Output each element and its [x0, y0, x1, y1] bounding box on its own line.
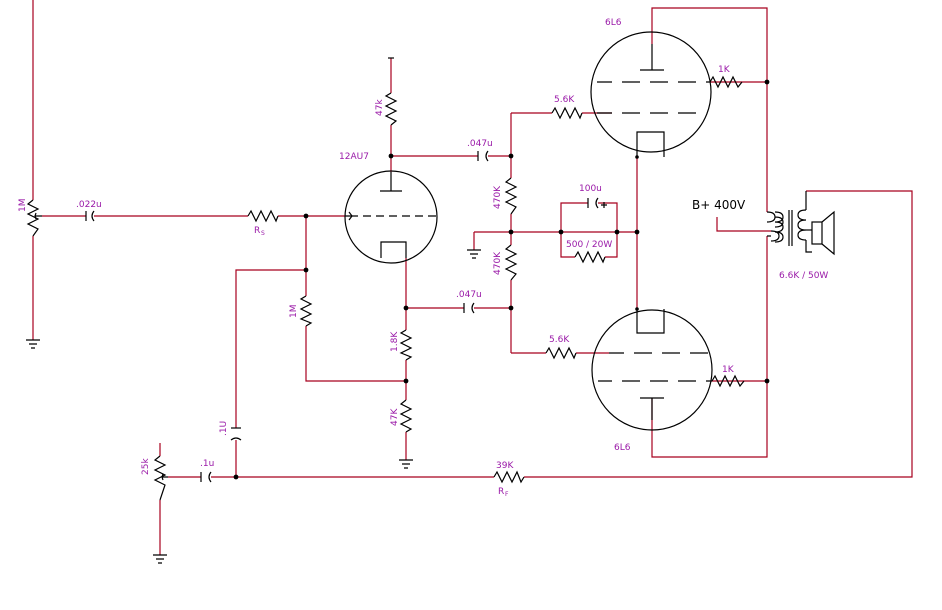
cap-presence-1u — [200, 471, 212, 483]
pot-presence-25k — [153, 455, 167, 501]
resistor-1k-top — [709, 75, 743, 89]
label-rf-sub: F — [505, 491, 509, 498]
resistor-470k-lower — [504, 244, 518, 281]
resistor-rs — [247, 209, 279, 223]
resistor-5-6k-top — [551, 106, 583, 120]
resistor-cathode-1-8k — [399, 329, 413, 361]
label-cap-bypass: 100u — [579, 184, 602, 194]
cap-lower-047 — [463, 302, 475, 314]
cap-feedback-1u — [230, 427, 242, 441]
label-rs: R — [254, 226, 260, 236]
label-res-grid-leak: 1M — [289, 305, 299, 319]
resistor-plate-47k — [384, 92, 398, 126]
label-res-grid-lower: 470K — [493, 251, 503, 275]
label-cap-input: .022u — [76, 200, 102, 210]
label-res-cathode-a: 1.8K — [390, 331, 400, 352]
junctions — [233, 79, 770, 480]
wires — [32, 0, 913, 555]
resistor-1k-bottom — [711, 374, 745, 388]
cap-input-022 — [85, 210, 95, 222]
labels: 1M .022u R S 47k 12AU7 .047u 470K 470K .… — [18, 18, 828, 498]
label-supply: B+ 400V — [692, 198, 746, 212]
label-res-g2-top: 1K — [718, 65, 731, 75]
ground-presence — [153, 554, 167, 564]
label-transformer: 6.6K / 50W — [779, 271, 828, 281]
ground-bias — [467, 249, 481, 259]
grounds — [26, 249, 481, 564]
label-cap-upper: .047u — [467, 139, 493, 149]
label-res-screen-top: 5.6K — [554, 95, 575, 105]
label-rf: R — [498, 487, 504, 497]
label-rs-sub: S — [261, 230, 265, 237]
label-res-plate: 47k — [375, 99, 385, 116]
resistor-feedback-39k — [493, 470, 525, 484]
capacitors — [85, 150, 607, 483]
tube-12au7 — [344, 170, 438, 264]
ground-cathode — [399, 459, 413, 469]
resistor-cathode-47k — [399, 399, 413, 433]
label-res-g2-bottom: 1K — [722, 365, 735, 375]
ground-input — [26, 339, 40, 349]
label-res-cathode-b: 47K — [390, 408, 400, 426]
speaker — [806, 210, 835, 256]
tube-6l6-top — [590, 31, 712, 159]
tube-6l6-bottom — [591, 307, 713, 431]
label-res-feedback: 39K — [496, 461, 514, 471]
resistor-5-6k-bottom — [545, 346, 577, 360]
label-cap-presence: .1u — [200, 459, 214, 469]
label-tube-driver: 12AU7 — [339, 152, 369, 162]
resistors — [26, 57, 745, 501]
label-pot-input: 1M — [18, 199, 28, 213]
output-transformer — [766, 191, 812, 253]
label-cap-feedback: .1U — [219, 421, 229, 436]
cap-upper-047 — [477, 150, 489, 162]
label-res-grid-upper: 470K — [493, 185, 503, 209]
label-pot-presence: 25k — [141, 458, 151, 475]
cap-bypass-100u — [587, 197, 607, 209]
label-res-screen-bottom: 5.6K — [549, 335, 570, 345]
label-tube-bottom: 6L6 — [614, 443, 631, 453]
resistor-bias-500 — [574, 250, 606, 264]
resistor-470k-upper — [504, 177, 518, 215]
resistor-grid-leak-1m — [299, 295, 313, 327]
label-tube-top: 6L6 — [605, 18, 622, 28]
pot-input-1m — [26, 199, 40, 237]
label-cap-lower: .047u — [456, 290, 482, 300]
label-res-bias: 500 / 20W — [566, 240, 612, 250]
